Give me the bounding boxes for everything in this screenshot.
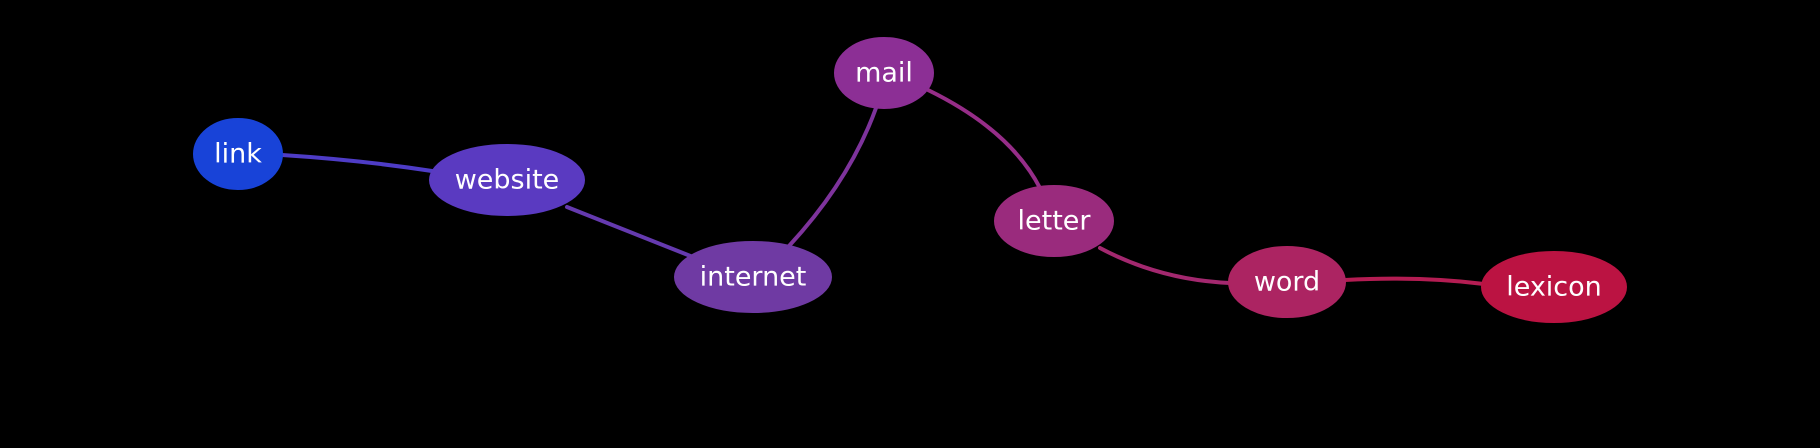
node-letter: letter: [994, 185, 1114, 257]
node-shape-link: [193, 118, 283, 190]
edge-website-to-internet: [565, 205, 695, 259]
edge-letter-to-word: [1098, 246, 1232, 285]
edge-word-to-lexicon: [1343, 276, 1486, 286]
edge-link-to-website: [280, 153, 434, 173]
node-label-internet: internet: [700, 262, 807, 293]
node-word: word: [1228, 246, 1346, 318]
nodes-layer: link website internet mail letter word lexicon: [193, 37, 1627, 323]
node-shape-website: [429, 144, 585, 216]
node-label-word: word: [1254, 267, 1320, 298]
node-shape-internet: [674, 241, 832, 313]
node-label-lexicon: lexicon: [1506, 272, 1602, 303]
node-shape-lexicon: [1481, 251, 1627, 323]
node-shape-word: [1228, 246, 1346, 318]
node-label-link: link: [214, 139, 262, 170]
node-label-mail: mail: [855, 58, 913, 89]
node-shape-mail: [834, 37, 934, 109]
node-shape-letter: [994, 185, 1114, 257]
node-link: link: [193, 118, 283, 190]
node-mail: mail: [834, 37, 934, 109]
node-lexicon: lexicon: [1481, 251, 1627, 323]
edges-layer: [280, 88, 1486, 286]
node-website: website: [429, 144, 585, 216]
node-internet: internet: [674, 241, 832, 313]
edge-mail-to-letter: [926, 88, 1042, 190]
node-label-letter: letter: [1018, 206, 1092, 237]
edge-internet-to-mail: [787, 106, 878, 248]
node-label-website: website: [455, 165, 560, 196]
